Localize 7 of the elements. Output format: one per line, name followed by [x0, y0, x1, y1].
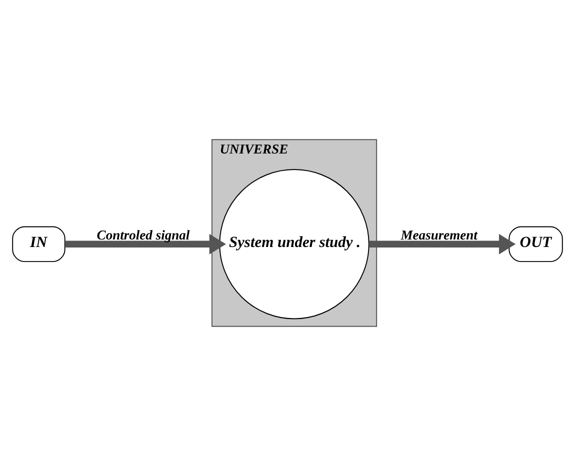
edge-label: Controled signal	[96, 226, 190, 242]
edge-label: Measurement	[400, 226, 478, 242]
node-box: IN	[12, 226, 66, 262]
arrow	[369, 233, 516, 254]
arrow	[64, 233, 226, 254]
node-circle: System under study .	[219, 168, 370, 319]
node-box: OUT	[508, 226, 563, 262]
